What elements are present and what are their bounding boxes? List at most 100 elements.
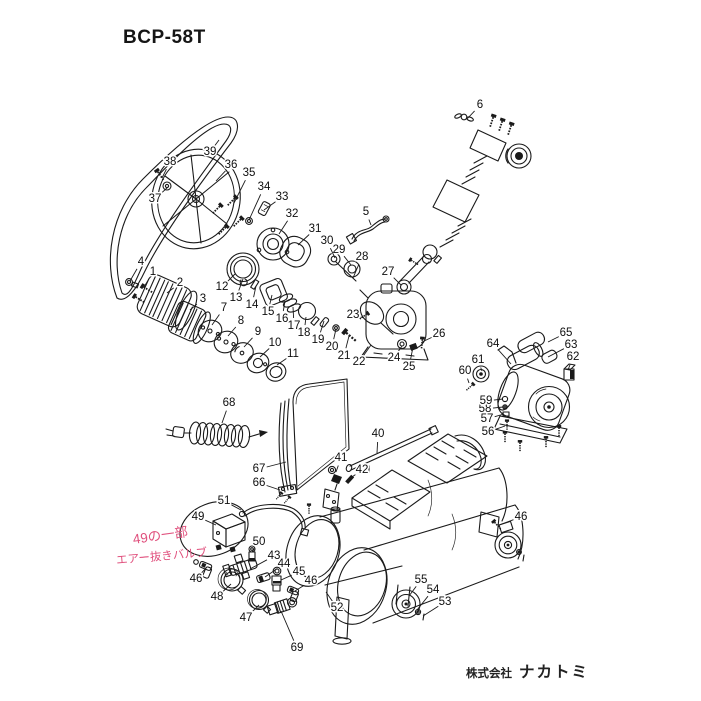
leader-line-57: [494, 413, 505, 418]
part-label-32: 32: [286, 208, 299, 220]
leader-line-32: [278, 220, 288, 235]
leader-line-62: [567, 364, 571, 371]
leader-line-7: [211, 314, 220, 326]
leader-line-37: [160, 186, 169, 194]
part-label-55: 55: [415, 574, 428, 586]
manufacturer-prefix: 株式会社: [466, 668, 512, 680]
part-label-53: 53: [439, 596, 452, 608]
part-label-22: 22: [353, 356, 366, 368]
part-label-27: 27: [382, 266, 395, 278]
leader-line-9: [243, 337, 253, 348]
leader-line-23: [360, 316, 365, 319]
part-label-68: 68: [223, 397, 236, 409]
flywheel-drawing: [151, 148, 241, 250]
pump-head-drawing: [136, 274, 211, 344]
manufacturer: 株式会社 ナカトミ: [466, 660, 589, 682]
part-label-56: 56: [482, 426, 495, 438]
leader-line-33: [263, 201, 276, 211]
leader-line-61: [480, 367, 483, 372]
part-label-12: 12: [216, 281, 229, 293]
part-label-62: 62: [567, 351, 580, 363]
leader-line-36: [215, 170, 226, 182]
part-label-46: 46: [515, 511, 528, 523]
v-belt-drawing: [109, 116, 238, 300]
leader-line-48: [222, 583, 232, 592]
cylinder-head-assembly-drawing: [396, 112, 532, 295]
part-label-33: 33: [276, 191, 289, 203]
leader-line-43: [249, 559, 268, 570]
part-label-7: 7: [221, 302, 227, 314]
part-label-50: 50: [253, 536, 266, 548]
part-label-9: 9: [255, 326, 261, 338]
part-label-38: 38: [164, 156, 177, 168]
leader-line-40: [376, 441, 379, 454]
model-title: BCP-58T: [123, 27, 206, 48]
leader-line-35: [233, 179, 246, 204]
manufacturer-name: ナカトミ: [519, 664, 590, 681]
leader-line-54: [416, 595, 429, 611]
part-label-58: 58: [479, 403, 492, 415]
leader-line-65: [547, 336, 560, 343]
part-label-14: 14: [246, 299, 259, 311]
part-label-61: 61: [472, 354, 485, 366]
leader-line-6: [466, 110, 475, 120]
part-label-6: 6: [477, 99, 483, 111]
leader-line-49: [205, 519, 217, 526]
leader-line-47: [251, 604, 260, 613]
part-label-24: 24: [388, 352, 401, 364]
part-label-31: 31: [309, 223, 322, 235]
part-label-37: 37: [149, 193, 162, 205]
part-label-40: 40: [372, 428, 385, 440]
part-label-8: 8: [238, 315, 244, 327]
leader-line-44: [264, 568, 278, 578]
part-label-30: 30: [321, 235, 334, 247]
leader-line-55: [408, 586, 417, 597]
part-label-19: 19: [312, 334, 325, 346]
leader-line-1: [143, 278, 150, 288]
part-label-39: 39: [204, 146, 217, 158]
leader-line-64: [498, 349, 512, 365]
leader-line-22: [363, 344, 372, 356]
drawing-layer: [109, 112, 576, 645]
leader-line-46: [498, 519, 514, 526]
crankcase-drawing: [357, 283, 429, 361]
leader-line-69: [280, 610, 295, 641]
leader-line-27: [393, 277, 402, 286]
leader-line-29: [343, 255, 352, 266]
leader-line-46: [294, 584, 305, 592]
part-label-11: 11: [287, 348, 299, 360]
leader-line-30: [329, 248, 336, 259]
leader-line-3: [189, 303, 198, 311]
annotation-circle: [179, 501, 249, 557]
leader-line-42: [351, 474, 356, 478]
leader-line-25: [410, 346, 414, 360]
leader-line-12: [227, 273, 236, 282]
manifold-fittings-drawing: [193, 553, 300, 616]
leader-line-67: [266, 461, 287, 468]
part-label-57: 57: [481, 413, 494, 425]
part-label-2: 2: [177, 277, 183, 289]
leader-line-20: [333, 328, 337, 340]
leader-line-58: [492, 406, 504, 409]
part-label-42: 42: [356, 464, 369, 476]
leader-line-5: [368, 219, 372, 226]
bearing-housing-drawing: [256, 227, 290, 261]
part-label-47: 47: [240, 612, 253, 624]
part-label-34: 34: [258, 181, 271, 193]
part-label-44: 44: [278, 558, 291, 570]
leader-line-66: [266, 485, 281, 491]
leader-line-31: [297, 234, 310, 246]
part-label-15: 15: [262, 306, 275, 318]
part-label-41: 41: [335, 452, 348, 464]
valve-plates-drawing: [197, 319, 287, 382]
part-label-25: 25: [403, 361, 416, 373]
leader-line-21: [345, 335, 350, 349]
leader-line-2: [166, 287, 174, 294]
leader-line-24: [398, 345, 403, 352]
leader-line-15: [269, 294, 273, 305]
part-label-5: 5: [363, 206, 369, 218]
leader-line-28: [352, 264, 360, 279]
leader-line-17: [292, 306, 295, 319]
